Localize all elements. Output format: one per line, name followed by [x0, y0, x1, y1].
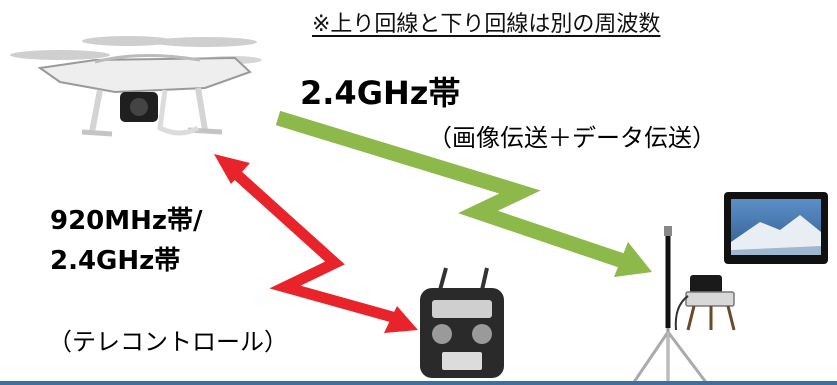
- downlink-band-label-line1: 920MHz帯/: [50, 206, 203, 236]
- uplink-band-label: 2.4GHz帯: [300, 74, 461, 112]
- downlink-description: （テレコントロール）: [48, 328, 288, 356]
- monitor-icon: [724, 192, 828, 264]
- remote-controller-icon: [420, 267, 504, 378]
- uplink-arrow: [275, 110, 652, 277]
- antenna-mast-icon: [630, 226, 710, 385]
- downlink-arrow: [214, 154, 418, 333]
- frequency-note: ※上り回線と下り回線は別の周波数: [312, 12, 661, 37]
- uplink-description: （画像伝送＋データ伝送）: [428, 124, 716, 152]
- drone-icon: [10, 36, 262, 137]
- receiver-unit-icon: [674, 275, 736, 331]
- downlink-band-label-line2: 2.4GHz帯: [50, 246, 181, 276]
- bottom-divider: [0, 381, 837, 385]
